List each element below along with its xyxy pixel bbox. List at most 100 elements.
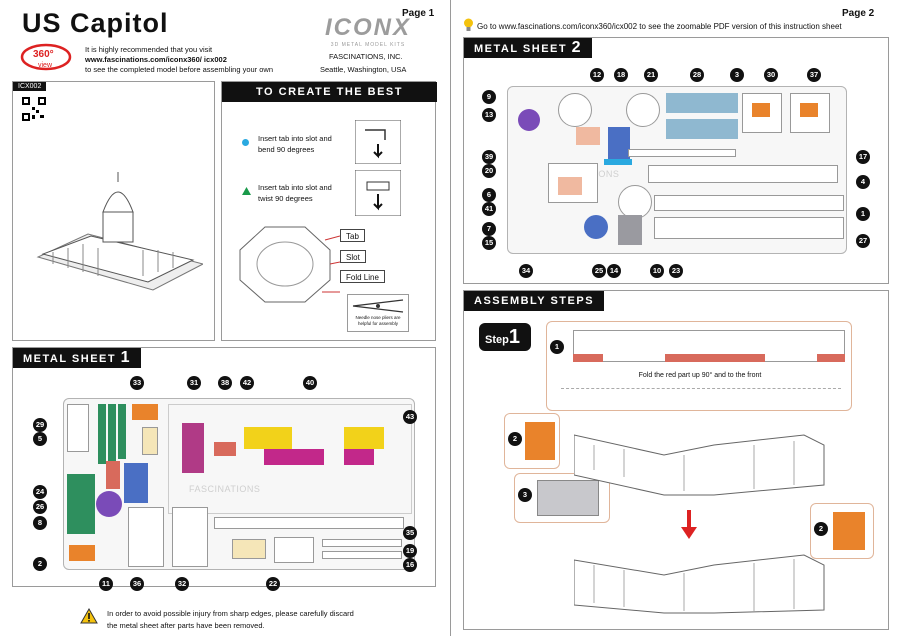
part-number: 20 xyxy=(482,164,496,178)
sheet-1-header-text: METAL SHEET xyxy=(23,353,117,365)
connections-header: TO CREATE THE BEST CONNECTIONS xyxy=(222,82,437,118)
part-33 xyxy=(132,404,158,420)
part-number: 10 xyxy=(650,264,664,278)
qr-code-icon[interactable] xyxy=(21,96,47,122)
part-36 xyxy=(128,507,164,567)
step-number: 1 xyxy=(508,326,520,348)
part-27 xyxy=(654,217,844,239)
part-25 xyxy=(584,215,608,239)
sheet-2-header-text: METAL SHEET xyxy=(474,43,568,55)
pliers-note: Needle nose pliers are helpful for assem… xyxy=(355,315,401,326)
sheet-1-number: 1 xyxy=(120,349,132,366)
part-26 xyxy=(96,491,122,517)
360-view-badge[interactable]: 360° view xyxy=(20,42,72,72)
part-29 xyxy=(67,404,89,452)
callout-mid-number: 3 xyxy=(518,488,532,502)
part-number: 4 xyxy=(856,175,870,189)
part-number: 21 xyxy=(644,68,658,82)
tip-1-line-2: bend 90 degrees xyxy=(258,145,315,154)
part-number: 40 xyxy=(303,376,317,390)
part-number: 26 xyxy=(33,500,47,514)
part-blue-2 xyxy=(608,127,630,159)
logo-tagline: 3D METAL MODEL KITS xyxy=(330,42,406,48)
callout-right-number: 2 xyxy=(814,522,828,536)
fold-red-left xyxy=(573,354,603,362)
part-6 xyxy=(558,177,582,195)
step-1-caption: Fold the red part up 90° and to the fron… xyxy=(638,372,762,379)
visit-line-3: to see the completed model before assemb… xyxy=(85,65,274,74)
part-number: 6 xyxy=(482,188,496,202)
part-number: 15 xyxy=(482,236,496,250)
part-number: 24 xyxy=(33,485,47,499)
sheet-1-header: METAL SHEET 1 xyxy=(13,348,142,368)
company-name: FASCINATIONS, INC. xyxy=(329,52,403,61)
metal-sheet-2-panel: METAL SHEET 2 FASCINATIONS 9 13 12 18 21… xyxy=(463,37,889,284)
assembly-header: ASSEMBLY STEPS xyxy=(464,291,605,311)
part-circle xyxy=(618,185,652,219)
step-word: Step xyxy=(485,334,509,346)
warning-line-1: In order to avoid possible injury from s… xyxy=(107,609,354,618)
part-16 xyxy=(322,551,402,559)
part-blue-bar xyxy=(604,159,632,165)
part-number: 19 xyxy=(403,544,417,558)
part-green-3 xyxy=(118,404,126,459)
part-number: 7 xyxy=(482,222,496,236)
connections-panel: TO CREATE THE BEST CONNECTIONS Insert ta… xyxy=(221,81,437,341)
part-32 xyxy=(172,507,208,567)
part-30-orange xyxy=(752,103,770,117)
tip-2-line-2: twist 90 degrees xyxy=(258,194,313,203)
sheet-1-inner-frame xyxy=(168,404,412,514)
warning-line-2: the metal sheet after parts have been re… xyxy=(107,621,265,630)
page-divider xyxy=(450,0,451,636)
part-40 xyxy=(264,449,324,465)
part-35 xyxy=(214,517,404,529)
page-1-label: Page 1 xyxy=(402,8,435,19)
metal-sheet-1-panel: METAL SHEET 1 FASCINATIONS 33 31 38 42 4… xyxy=(12,347,436,591)
assembly-illustration xyxy=(574,434,825,614)
part-12 xyxy=(558,93,592,127)
model-code: ICX002 xyxy=(13,82,47,91)
logo-text: ICONX xyxy=(324,14,411,41)
metal-sheet-2: FASCINATIONS xyxy=(507,86,847,254)
part-13 xyxy=(518,109,540,131)
part-number: 39 xyxy=(482,150,496,164)
visit-url[interactable]: www.fascinations.com/iconx360/ icx002 xyxy=(85,55,227,64)
fold-red-right xyxy=(817,354,845,362)
callout-right: 2 xyxy=(810,503,874,559)
part-blue xyxy=(124,463,148,503)
company-location: Seattle, Washington, USA xyxy=(320,65,407,74)
badge-sub: view xyxy=(38,62,53,69)
part-40b xyxy=(344,449,374,465)
part-28b xyxy=(666,119,738,139)
model-preview-panel: ICX002 xyxy=(12,81,215,341)
part-31 xyxy=(182,423,204,473)
sheet-1-watermark: FASCINATIONS xyxy=(189,484,261,494)
sheet-2-header: METAL SHEET 2 xyxy=(464,38,593,58)
part-number: 37 xyxy=(807,68,821,82)
part-2 xyxy=(69,545,95,561)
part-17 xyxy=(628,149,736,157)
callout-mid-part xyxy=(537,480,599,516)
part-19 xyxy=(322,539,402,547)
callout-left: 2 xyxy=(504,413,560,469)
part-number: 17 xyxy=(856,150,870,164)
tip-1-line-1: Insert tab into slot and xyxy=(258,134,332,143)
part-22 xyxy=(274,537,314,563)
zoom-note[interactable]: Go to www.fascinations.com/iconx360/icx0… xyxy=(477,22,842,31)
part-number: 22 xyxy=(266,577,280,591)
metal-sheet-1: FASCINATIONS xyxy=(63,398,415,570)
part-42b xyxy=(344,427,384,449)
twist-tab-icon xyxy=(355,170,401,216)
tab-dot-icon xyxy=(242,139,249,146)
part-42 xyxy=(244,427,292,449)
visit-line-1: It is highly recommended that you visit xyxy=(85,45,213,54)
part-number: 28 xyxy=(690,68,704,82)
part-number: 14 xyxy=(607,264,621,278)
part-24 xyxy=(67,474,95,534)
part-number: 12 xyxy=(590,68,604,82)
tip-2-line-1: Insert tab into slot and xyxy=(258,183,332,192)
part-number: 38 xyxy=(218,376,232,390)
legend-fold-line: Fold Line xyxy=(340,270,385,283)
part-number: 35 xyxy=(403,526,417,540)
part-number: 41 xyxy=(482,202,496,216)
